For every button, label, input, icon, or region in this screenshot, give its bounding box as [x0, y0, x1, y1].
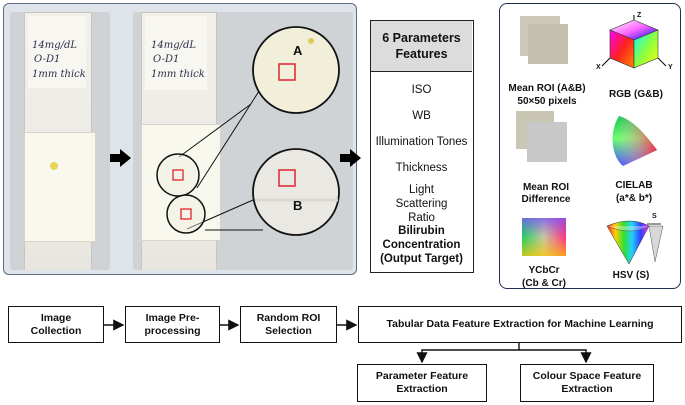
flow-colour-space-feature-extraction: Colour Space Feature Extraction	[520, 364, 654, 402]
right-arrow-icon	[110, 149, 131, 167]
flow-image-collection: Image Collection	[8, 306, 104, 343]
zoom-label-b: B	[293, 198, 303, 213]
axis-y-label: Y	[668, 64, 673, 71]
ycbcr-sub-label: (Cb & Cr)	[522, 278, 566, 289]
rgb-label: RGB (G&B)	[609, 89, 663, 100]
mean-roi-label: Mean ROI (A&B)	[508, 83, 586, 94]
mean-roi-diff-swatch-b	[527, 122, 567, 162]
bilirubin-film	[24, 132, 96, 242]
cielab-sub-label: (a*& b*)	[615, 193, 653, 204]
mean-roi-swatch-b	[528, 24, 568, 64]
rgb-cube-icon	[601, 15, 667, 69]
hsv-label: HSV (S)	[612, 270, 650, 281]
zoom-callouts	[156, 26, 340, 236]
param-thickness: Thickness	[395, 162, 448, 174]
yellow-stain	[50, 162, 58, 170]
mean-roi-diff-label: Mean ROI Difference	[521, 182, 571, 205]
param-illumination-tones: Illumination Tones	[375, 136, 468, 148]
mean-roi-size-label: 50×50 pixels	[517, 96, 577, 107]
flow-random-roi-selection: Random ROI Selection	[240, 306, 337, 343]
flow-image-preprocessing: Image Pre-processing	[125, 306, 220, 343]
right-arrow-icon	[340, 149, 361, 167]
handwritten-thickness: 1mm thick	[32, 69, 86, 80]
param-wb: WB	[412, 110, 431, 122]
handwritten-id: O-D1	[34, 54, 61, 65]
handwritten-concentration: 14mg/dL	[32, 40, 78, 51]
ycbcr-label: YCbCr	[528, 265, 560, 276]
flow-tabular-feature-extraction: Tabular Data Feature Extraction for Mach…	[358, 306, 682, 343]
parameter-features-box: 6 Parameters Features ISO WB Illuminatio…	[370, 20, 474, 273]
raw-sample-photo: 14mg/dL O-D1 1mm thick	[10, 12, 110, 270]
param-output-target: Bilirubin Concentration (Output Target)	[380, 225, 463, 265]
axis-z-label: Z	[637, 12, 642, 19]
param-iso: ISO	[411, 84, 432, 96]
cielab-gamut-icon	[612, 116, 657, 166]
handwritten-concentration: 14mg/dL	[151, 40, 197, 51]
zoom-label-a: A	[293, 43, 303, 58]
hsv-cone-icon	[606, 220, 664, 265]
axis-s-label: S	[652, 213, 657, 220]
flow-parameter-feature-extraction: Parameter Feature Extraction	[357, 364, 487, 402]
handwritten-thickness: 1mm thick	[151, 69, 205, 80]
cielab-label: CIELAB	[615, 180, 653, 191]
param-light-scattering-ratio: Light Scattering Ratio	[395, 184, 448, 224]
parameter-features-title: 6 Parameters Features	[371, 21, 472, 72]
axis-x-label: X	[596, 64, 601, 71]
ycbcr-plane-icon	[522, 218, 566, 256]
handwritten-id: O-D1	[153, 54, 180, 65]
